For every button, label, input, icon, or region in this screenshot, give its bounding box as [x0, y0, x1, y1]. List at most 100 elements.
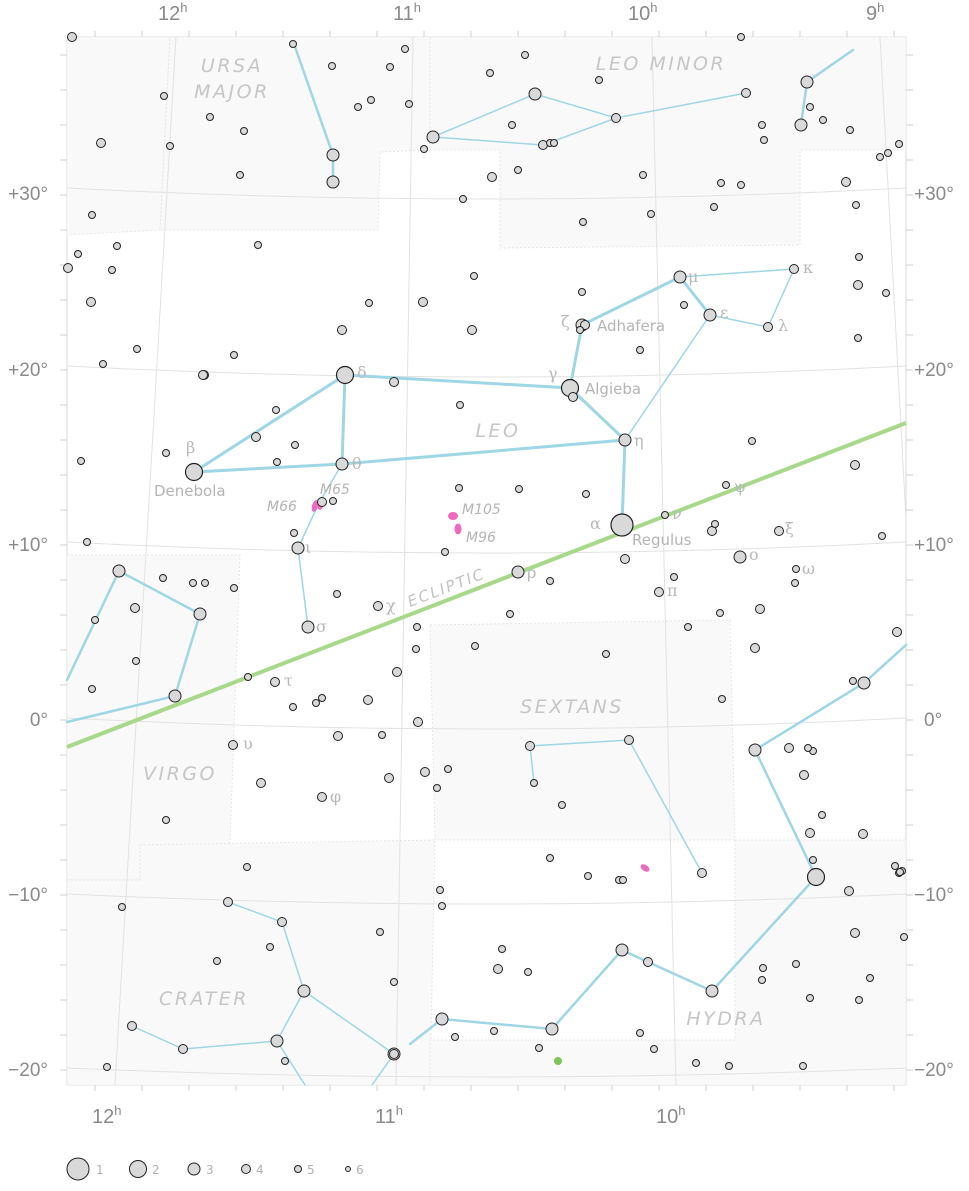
- star-name-algieba: Algieba: [585, 380, 641, 398]
- star-mag5: [88, 685, 96, 693]
- star-mag5: [367, 96, 375, 104]
- dso-label-m105: M105: [462, 502, 501, 518]
- const-name-hydra: HYDRA: [686, 1008, 765, 1030]
- star-mag4: [413, 717, 423, 727]
- star-mag3: [326, 175, 340, 189]
- star-mag5: [546, 854, 554, 862]
- star-mag4: [270, 677, 280, 687]
- const-name-ursa: URSA: [201, 55, 263, 77]
- star-mag5: [240, 127, 248, 135]
- legend-label-mag4: 4: [256, 1163, 264, 1177]
- star-mag4: [611, 113, 621, 123]
- greek-eta: η: [634, 431, 644, 450]
- star-mag5: [236, 171, 244, 179]
- star-mag5: [791, 579, 799, 587]
- star-mag4: [844, 886, 854, 896]
- star-mag4: [624, 735, 634, 745]
- star-mag5: [132, 657, 140, 665]
- star-mag4: [741, 88, 751, 98]
- frame-ticks: [60, 31, 913, 1091]
- star-mag5: [896, 868, 904, 876]
- star-mag5: [498, 945, 506, 953]
- ecliptic-line: [66, 421, 907, 749]
- galaxy-sextans: [640, 864, 650, 872]
- star-mag5: [725, 1062, 733, 1070]
- star-mag5: [579, 218, 587, 226]
- star-mag5: [876, 153, 884, 161]
- star-mag4: [841, 177, 851, 187]
- dec-label-right-20: +20°: [914, 360, 954, 381]
- greek-mu: μ: [688, 267, 698, 286]
- star-mag4: [67, 32, 77, 42]
- star-mag5: [74, 250, 82, 258]
- greek-epsilon: ε: [720, 303, 728, 322]
- magnitude-legend: 1 2 3 4 5 6: [66, 1157, 364, 1181]
- star-mag5: [818, 811, 826, 819]
- greek-alpha: α: [590, 514, 601, 533]
- star-mag3: [297, 984, 311, 998]
- star-mag3: [426, 130, 440, 144]
- const-name-virgo: VIRGO: [143, 763, 217, 785]
- star-mag5: [354, 103, 362, 111]
- star-mag4: [198, 370, 208, 380]
- star-mag5: [291, 441, 299, 449]
- star-mag5: [684, 623, 692, 631]
- star-mag5: [459, 195, 467, 203]
- star-mag3: [545, 1022, 559, 1036]
- star-mag3: [326, 148, 340, 162]
- star-mag5: [558, 801, 566, 809]
- star-mag5: [162, 816, 170, 824]
- star-mag5: [213, 957, 221, 965]
- star-mag4: [805, 828, 815, 838]
- star-mag5: [159, 574, 167, 582]
- const-name-sextans: SEXTANS: [520, 696, 624, 718]
- star-mag4: [850, 928, 860, 938]
- const-name-leo: LEO: [475, 420, 520, 442]
- star-mag5: [891, 862, 899, 870]
- dec-label-left-m10: −10°: [8, 885, 48, 906]
- star-mag5: [758, 121, 766, 129]
- star-mag4: [420, 767, 430, 777]
- legend-star-mag5: [294, 1165, 302, 1173]
- star-mag5: [711, 520, 719, 528]
- greek-gamma: γ: [548, 364, 558, 383]
- star-mag5: [470, 272, 478, 280]
- star-mag5: [83, 538, 91, 546]
- star-mag5: [639, 171, 647, 179]
- star-mag5: [412, 645, 420, 653]
- star-mag5: [619, 876, 627, 884]
- star-mag5: [318, 694, 326, 702]
- greek-omega: ω: [802, 559, 815, 578]
- star-mag3: [112, 564, 126, 578]
- dec-label-right-30: +30°: [914, 184, 954, 205]
- legend-star-mag3: [187, 1162, 201, 1176]
- ra-label-10h-top: 10h: [628, 0, 657, 25]
- star-mag5: [524, 968, 532, 976]
- star-mag3: [291, 541, 305, 555]
- star-mag5: [680, 301, 688, 309]
- star-mag5: [854, 334, 862, 342]
- dec-label-right-0: 0°: [924, 710, 942, 731]
- star-mag4: [418, 297, 428, 307]
- star-mag4: [620, 554, 630, 564]
- galaxy-m96: [454, 523, 462, 535]
- star-mag3: [168, 689, 182, 703]
- star-mag5: [900, 933, 908, 941]
- star-mag4: [643, 957, 653, 967]
- legend-label-mag2: 2: [152, 1163, 160, 1177]
- greek-tau: τ: [284, 671, 293, 690]
- star-mag3: [435, 1012, 449, 1026]
- star-mag3: [193, 607, 207, 621]
- star-mag5: [243, 863, 251, 871]
- star-mag5: [329, 497, 337, 505]
- greek-iota: ι: [305, 538, 311, 557]
- star-mag5: [692, 1059, 700, 1067]
- star-mag3: [301, 620, 315, 634]
- legend-star-mag2: [129, 1160, 147, 1178]
- star-mag4: [525, 741, 535, 751]
- star-mag5: [717, 179, 725, 187]
- star-mag4: [654, 587, 664, 597]
- star-mag5: [113, 242, 121, 250]
- const-name-crater: CRATER: [159, 988, 249, 1010]
- star-mag5: [866, 974, 874, 982]
